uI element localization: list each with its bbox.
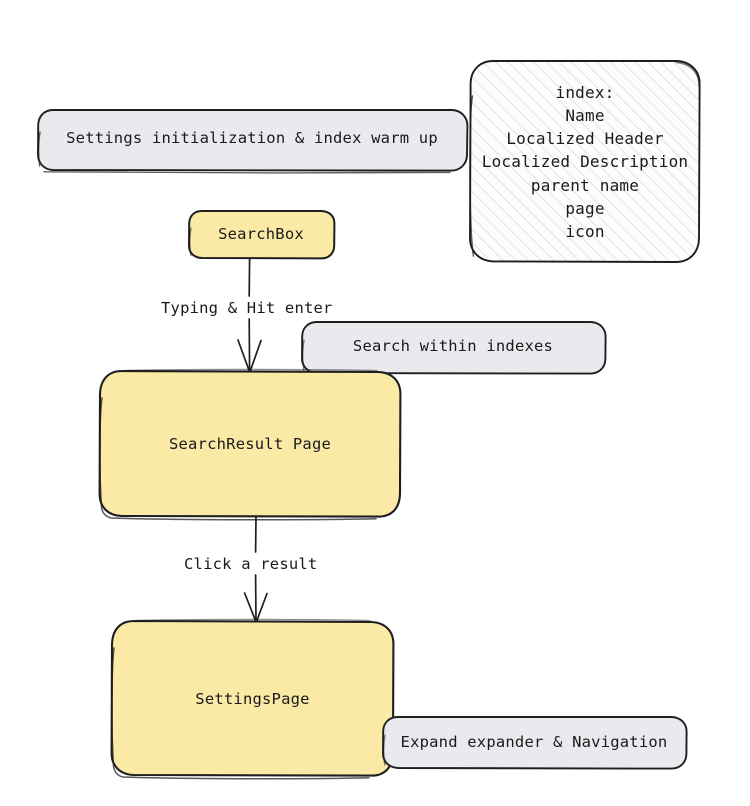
- edge-label-typing-hit-enter: Typing & Hit enter: [161, 299, 333, 317]
- edge-label-click-a-result: Click a result: [184, 555, 318, 573]
- node-label-search-within: Search within indexes: [352, 336, 554, 355]
- index-line-description: Localized Description: [481, 152, 689, 172]
- index-line-icon: icon: [565, 221, 605, 241]
- index-line-title: index:: [555, 82, 615, 102]
- node-label-settings-init: Settings initialization & index warm up: [66, 128, 438, 147]
- index-line-page: page: [565, 198, 605, 218]
- node-label-searchbox: SearchBox: [218, 224, 304, 243]
- node-label-index: index: Name Localized Header Localized D…: [474, 66, 696, 258]
- node-label-settings-page: SettingsPage: [195, 689, 310, 708]
- index-line-parent-name: parent name: [530, 175, 640, 195]
- node-label-searchresult-page: SearchResult Page: [168, 434, 332, 453]
- index-line-name: Name: [565, 106, 605, 126]
- index-line-header: Localized Header: [506, 129, 664, 149]
- node-label-expand-expander: Expand expander & Navigation: [400, 732, 668, 751]
